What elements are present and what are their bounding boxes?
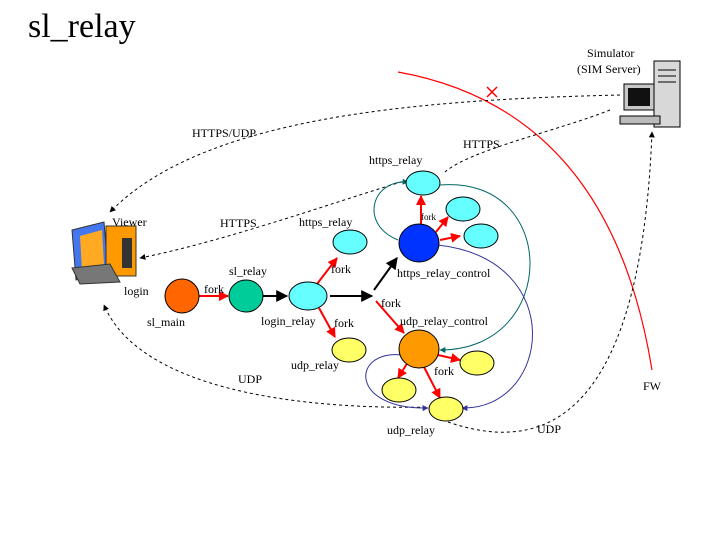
- udp-right-label: UDP: [537, 422, 561, 436]
- https-relay-left-node: [332, 229, 368, 255]
- fork-udp-ctrl-label: fork: [434, 364, 454, 378]
- udp-control-node: [398, 329, 440, 369]
- udp-ctrl-fork-3: [423, 366, 441, 399]
- sl-relay-node: [228, 279, 264, 313]
- fork-udp-control-arrow: [375, 300, 405, 334]
- https-child-node-1: [445, 196, 481, 222]
- https-relay-top-node: [405, 170, 441, 196]
- https-viewer-label: HTTPS: [220, 216, 257, 230]
- login-label: login: [124, 284, 149, 298]
- https-control-loop-left: [373, 178, 409, 241]
- https-child-node-2: [463, 223, 499, 249]
- to-https-control-arrow: [373, 257, 398, 291]
- viewer-computer-icon: [71, 221, 137, 285]
- udp-child-node-2: [381, 377, 417, 403]
- https-ctrl-fork-2: [435, 216, 449, 233]
- https-relay-left-label: https_relay: [299, 215, 352, 229]
- blocked-x-icon: [486, 86, 498, 98]
- firewall-line: [397, 71, 653, 371]
- udp-ctrl-fork-2: [397, 361, 409, 379]
- simulator-label: Simulator: [587, 46, 634, 60]
- viewer-label: Viewer: [112, 215, 147, 229]
- https-relay-top-label: https_relay: [369, 153, 422, 167]
- fork-https-relay-label: fork: [331, 262, 351, 276]
- udp-left-label: UDP: [238, 372, 262, 386]
- simulator-sublabel: (SIM Server): [577, 62, 641, 76]
- https-udp-link: [109, 94, 621, 213]
- https-viewer-link: [139, 179, 409, 260]
- udp-ctrl-fork-1: [437, 353, 461, 363]
- https-top-label: HTTPS: [463, 137, 500, 151]
- fork-small-label: fork: [421, 212, 436, 222]
- https-ctrl-fork-3: [439, 232, 461, 243]
- udp-control-loop-left: [365, 354, 429, 412]
- server-icon: [619, 60, 681, 128]
- fork-https-relay-arrow: [316, 257, 338, 285]
- https-udp-label: HTTPS/UDP: [192, 126, 256, 140]
- udp-right-link: [447, 131, 655, 433]
- sl-relay-label: sl_relay: [229, 264, 267, 278]
- https-control-label: https_relay_control: [397, 266, 491, 280]
- https-control-node: [398, 223, 440, 263]
- https-top-link: [444, 109, 611, 173]
- login-relay-label: login_relay: [261, 314, 316, 328]
- udp-relay-bottom-label: udp_relay: [387, 423, 435, 437]
- fork-udp-relay-label: fork: [334, 316, 354, 330]
- sl-main-label: sl_main: [147, 315, 185, 329]
- sl-main-node: [164, 278, 200, 314]
- main-fork-label: fork: [204, 282, 224, 296]
- udp-control-label: udp_relay_control: [400, 314, 489, 328]
- udp-relay-bottom-node: [428, 396, 464, 422]
- fork-udp-relay-arrow: [318, 307, 336, 338]
- udp-relay-left-node: [331, 337, 367, 363]
- https-control-loop-right: [439, 184, 531, 353]
- login-relay-node: [288, 281, 328, 311]
- udp-child-node-1: [459, 350, 495, 376]
- udp-control-loop-right: [437, 244, 533, 412]
- fork-ctrl-label: fork: [381, 296, 401, 310]
- slide-title: sl_relay: [28, 8, 136, 45]
- udp-relay-left-label: udp_relay: [291, 358, 339, 372]
- firewall-label: FW: [643, 379, 662, 393]
